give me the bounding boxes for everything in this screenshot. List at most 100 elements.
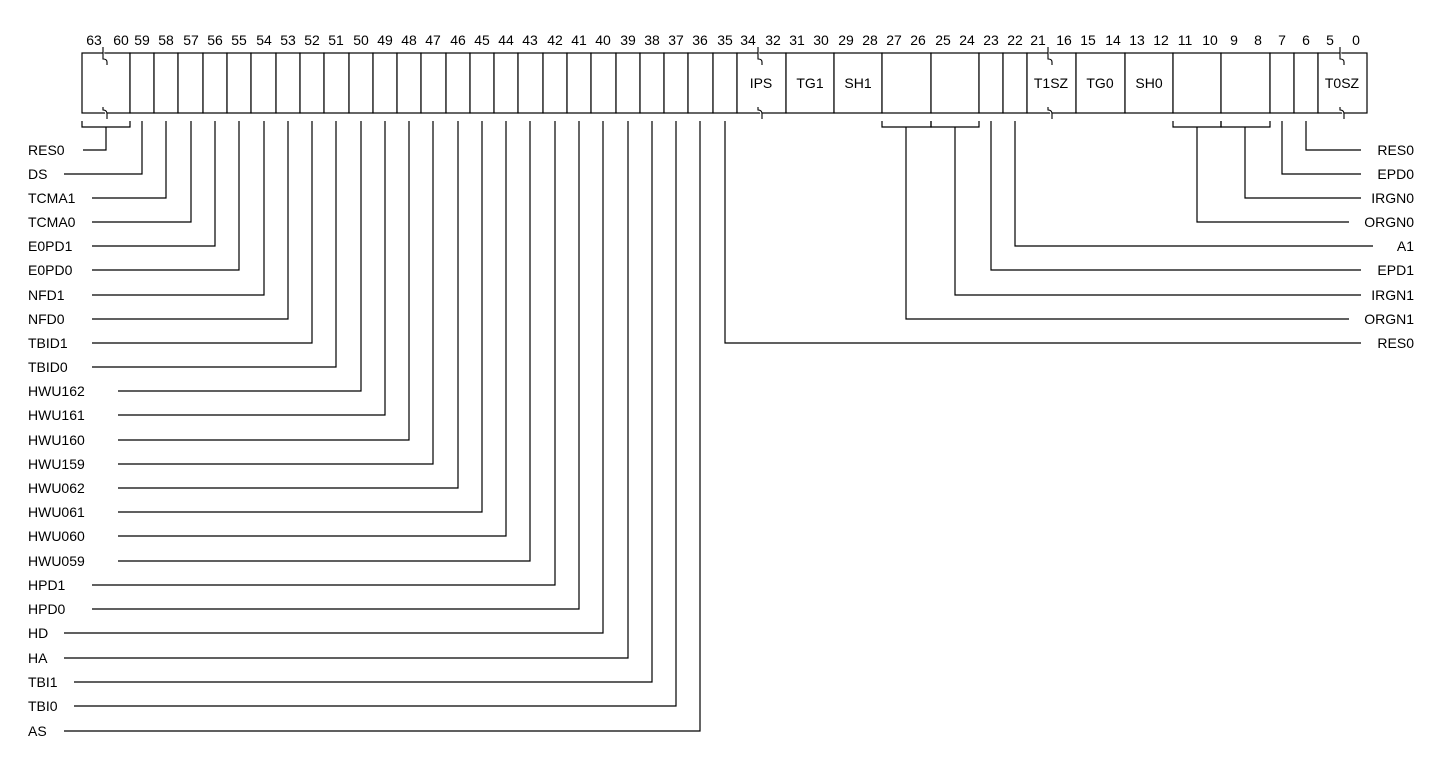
field-63-60 (81, 52, 131, 114)
field-52 (299, 52, 325, 114)
callout-line (118, 121, 434, 465)
bit-number-8: 8 (1254, 32, 1262, 48)
callout-label-nfd0: NFD0 (28, 311, 65, 327)
bit-number-31: 31 (789, 32, 805, 48)
field-label-ips: IPS (750, 75, 773, 91)
bit-number-38: 38 (644, 32, 660, 48)
bit-number-46: 46 (450, 32, 466, 48)
callout-label-hwu159: HWU159 (28, 456, 85, 472)
bit-number-42: 42 (547, 32, 563, 48)
callout-line (118, 121, 507, 537)
field-36 (687, 52, 714, 114)
field-55 (226, 52, 252, 114)
bracket-9-8 (1220, 121, 1271, 128)
field-42 (542, 52, 568, 114)
callout-label-tbi1: TBI1 (28, 674, 58, 690)
break-mark (1339, 47, 1345, 65)
bracket-11-10 (1172, 121, 1222, 128)
field-27-26 (881, 52, 932, 114)
callout-line (92, 121, 265, 296)
field-sh1 (833, 52, 883, 114)
bit-number-10: 10 (1202, 32, 1218, 48)
bit-number-6: 6 (1302, 32, 1310, 48)
callout-label-nfd1: NFD1 (28, 287, 65, 303)
field-39 (615, 52, 641, 114)
bit-number-63: 63 (86, 32, 102, 48)
field-46 (445, 52, 471, 114)
bit-number-25: 25 (935, 32, 951, 48)
callout-line (990, 121, 1361, 271)
callout-label-res0: RES0 (28, 142, 65, 158)
callout-label-hpd1: HPD1 (28, 577, 66, 593)
callout-label-hd: HD (28, 625, 48, 641)
callout-line (905, 127, 1349, 320)
field-44 (493, 52, 519, 114)
callout-label-res0: RES0 (1377, 142, 1414, 158)
field-23 (978, 52, 1004, 114)
callout-line (64, 121, 629, 659)
callout-line (92, 121, 167, 199)
bit-number-28: 28 (862, 32, 878, 48)
field-59 (129, 52, 155, 114)
field-48 (396, 52, 422, 114)
field-54 (250, 52, 277, 114)
field-37 (663, 52, 689, 114)
callout-line (92, 121, 556, 586)
field-47 (420, 52, 447, 114)
bit-number-55: 55 (231, 32, 247, 48)
callout-label-tbid0: TBID0 (28, 359, 68, 375)
bit-number-24: 24 (959, 32, 975, 48)
bit-number-16: 16 (1056, 32, 1072, 48)
break-mark (757, 47, 763, 65)
left-callout-labels: RES0 DS TCMA1 TCMA0 E0PD1 E0PD0 NFD1 NFD… (28, 142, 85, 739)
break-mark (102, 47, 108, 65)
bit-number-34: 34 (740, 32, 756, 48)
callout-line (64, 121, 143, 175)
callout-line (118, 121, 386, 416)
bit-number-36: 36 (692, 32, 708, 48)
right-callout-lines (724, 121, 1373, 344)
field-45 (469, 52, 495, 114)
field-11-10 (1172, 52, 1222, 114)
callout-line (92, 121, 216, 247)
bit-number-49: 49 (377, 32, 393, 48)
field-40 (590, 52, 617, 114)
callout-label-hwu059: HWU059 (28, 553, 85, 569)
bit-number-21: 21 (1030, 32, 1046, 48)
callout-line (1196, 127, 1349, 223)
bit-number-54: 54 (256, 32, 272, 48)
bit-number-47: 47 (425, 32, 441, 48)
bit-number-51: 51 (328, 32, 344, 48)
field-tg1 (785, 52, 835, 114)
callout-line (64, 121, 701, 732)
bracket-63-60 (81, 121, 131, 128)
field-name-labels: IPS TG1 SH1 T1SZ TG0 SH0 T0SZ (750, 75, 1360, 91)
bit-number-59: 59 (134, 32, 150, 48)
break-mark (102, 107, 108, 119)
bit-number-50: 50 (353, 32, 369, 48)
callout-line (92, 121, 313, 344)
callout-line (74, 121, 653, 683)
break-mark (1047, 107, 1053, 119)
callout-label-hwu061: HWU061 (28, 504, 85, 520)
bracket-25-24 (930, 121, 980, 128)
callout-line (724, 121, 1361, 344)
bit-number-35: 35 (717, 32, 733, 48)
bit-number-29: 29 (838, 32, 854, 48)
field-25-24 (930, 52, 980, 114)
bit-number-57: 57 (183, 32, 199, 48)
break-mark (1047, 47, 1053, 65)
left-callout-lines (64, 121, 701, 732)
field-51 (323, 52, 350, 114)
callout-line (92, 121, 337, 368)
callout-line (83, 127, 107, 151)
callout-label-orgn0: ORGN0 (1364, 214, 1414, 230)
field-label-sh0: SH0 (1135, 75, 1162, 91)
field-tg0 (1075, 52, 1126, 114)
field-56 (202, 52, 228, 114)
callout-label-a1: A1 (1397, 238, 1414, 254)
bracket-27-26 (881, 121, 932, 128)
callout-label-hwu162: HWU162 (28, 383, 85, 399)
callout-label-hwu160: HWU160 (28, 432, 85, 448)
